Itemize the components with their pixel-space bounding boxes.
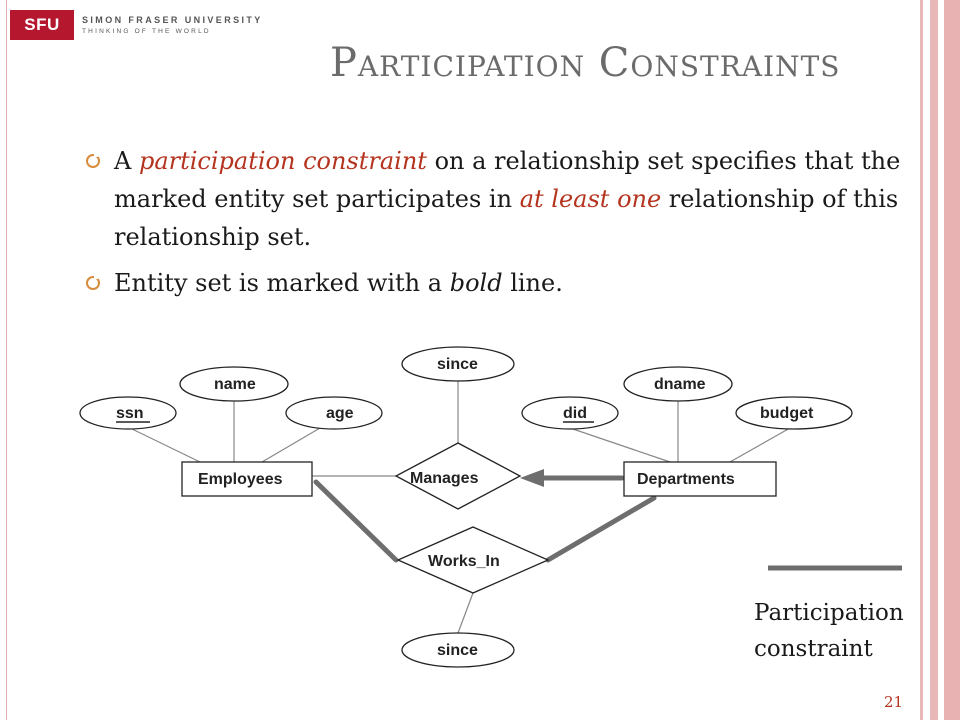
attr-ssn xyxy=(79,396,177,430)
attr-name xyxy=(179,366,289,402)
page-number: 21 xyxy=(884,693,904,711)
label-departments: Departments xyxy=(637,471,735,488)
label-name: name xyxy=(214,376,256,393)
label-did: did xyxy=(563,405,587,422)
slide-title: Participation Constraints xyxy=(330,40,841,86)
attr-age xyxy=(285,396,383,430)
participation-constraint-lines xyxy=(313,475,657,563)
attr-since-worksin xyxy=(401,632,515,668)
entity-boxes xyxy=(181,461,777,497)
label-budget: budget xyxy=(760,405,814,422)
left-border-rule xyxy=(6,0,7,720)
emphasis-at-least-one: at least one xyxy=(519,185,662,213)
bullet-list: A participation constraint on a relation… xyxy=(86,142,916,302)
attribute-ellipses xyxy=(79,346,853,668)
label-dname: dname xyxy=(654,376,706,393)
label-since-worksin: since xyxy=(437,642,478,659)
bold-line-employees-worksin xyxy=(313,479,399,563)
bullet-ring-icon xyxy=(86,275,100,290)
logo-mark: SFU xyxy=(10,10,74,40)
bullet-item-bold-line: Entity set is marked with a bold line. xyxy=(86,264,916,302)
label-ssn: ssn xyxy=(116,405,144,422)
rel-works-in xyxy=(396,526,550,594)
label-employees: Employees xyxy=(198,471,283,488)
legend-text-line2: constraint xyxy=(754,636,873,662)
key-constraint-arrowhead xyxy=(520,469,544,487)
attr-budget xyxy=(735,396,853,430)
legend-text-line1: Participation xyxy=(754,600,904,626)
university-logo: SFU SIMON FRASER UNIVERSITY THINKING OF … xyxy=(10,10,263,40)
attr-did xyxy=(521,396,619,430)
label-works-in: Works_In xyxy=(428,553,500,570)
emphasis-bold: bold xyxy=(449,269,503,297)
label-manages: Manages xyxy=(410,470,479,487)
attr-since-manages xyxy=(401,346,515,382)
entity-employees xyxy=(181,461,313,497)
bullet-ring-icon xyxy=(86,153,100,168)
logo-name: SIMON FRASER UNIVERSITY xyxy=(82,15,263,25)
bullet-item-definition: A participation constraint on a relation… xyxy=(86,142,916,256)
bold-line-departments-worksin xyxy=(545,495,657,563)
attribute-connectors xyxy=(129,380,791,634)
attr-dname xyxy=(623,366,733,402)
logo-tagline: THINKING OF THE WORLD xyxy=(82,28,211,35)
entity-departments xyxy=(623,461,777,497)
relationship-diamonds xyxy=(394,442,550,594)
label-since-manages: since xyxy=(437,356,478,373)
rel-manages xyxy=(394,442,522,510)
logo-text: SIMON FRASER UNIVERSITY THINKING OF THE … xyxy=(82,15,263,35)
right-decorative-band xyxy=(920,0,960,720)
term-participation-constraint: participation constraint xyxy=(138,147,427,175)
label-age: age xyxy=(326,405,354,422)
